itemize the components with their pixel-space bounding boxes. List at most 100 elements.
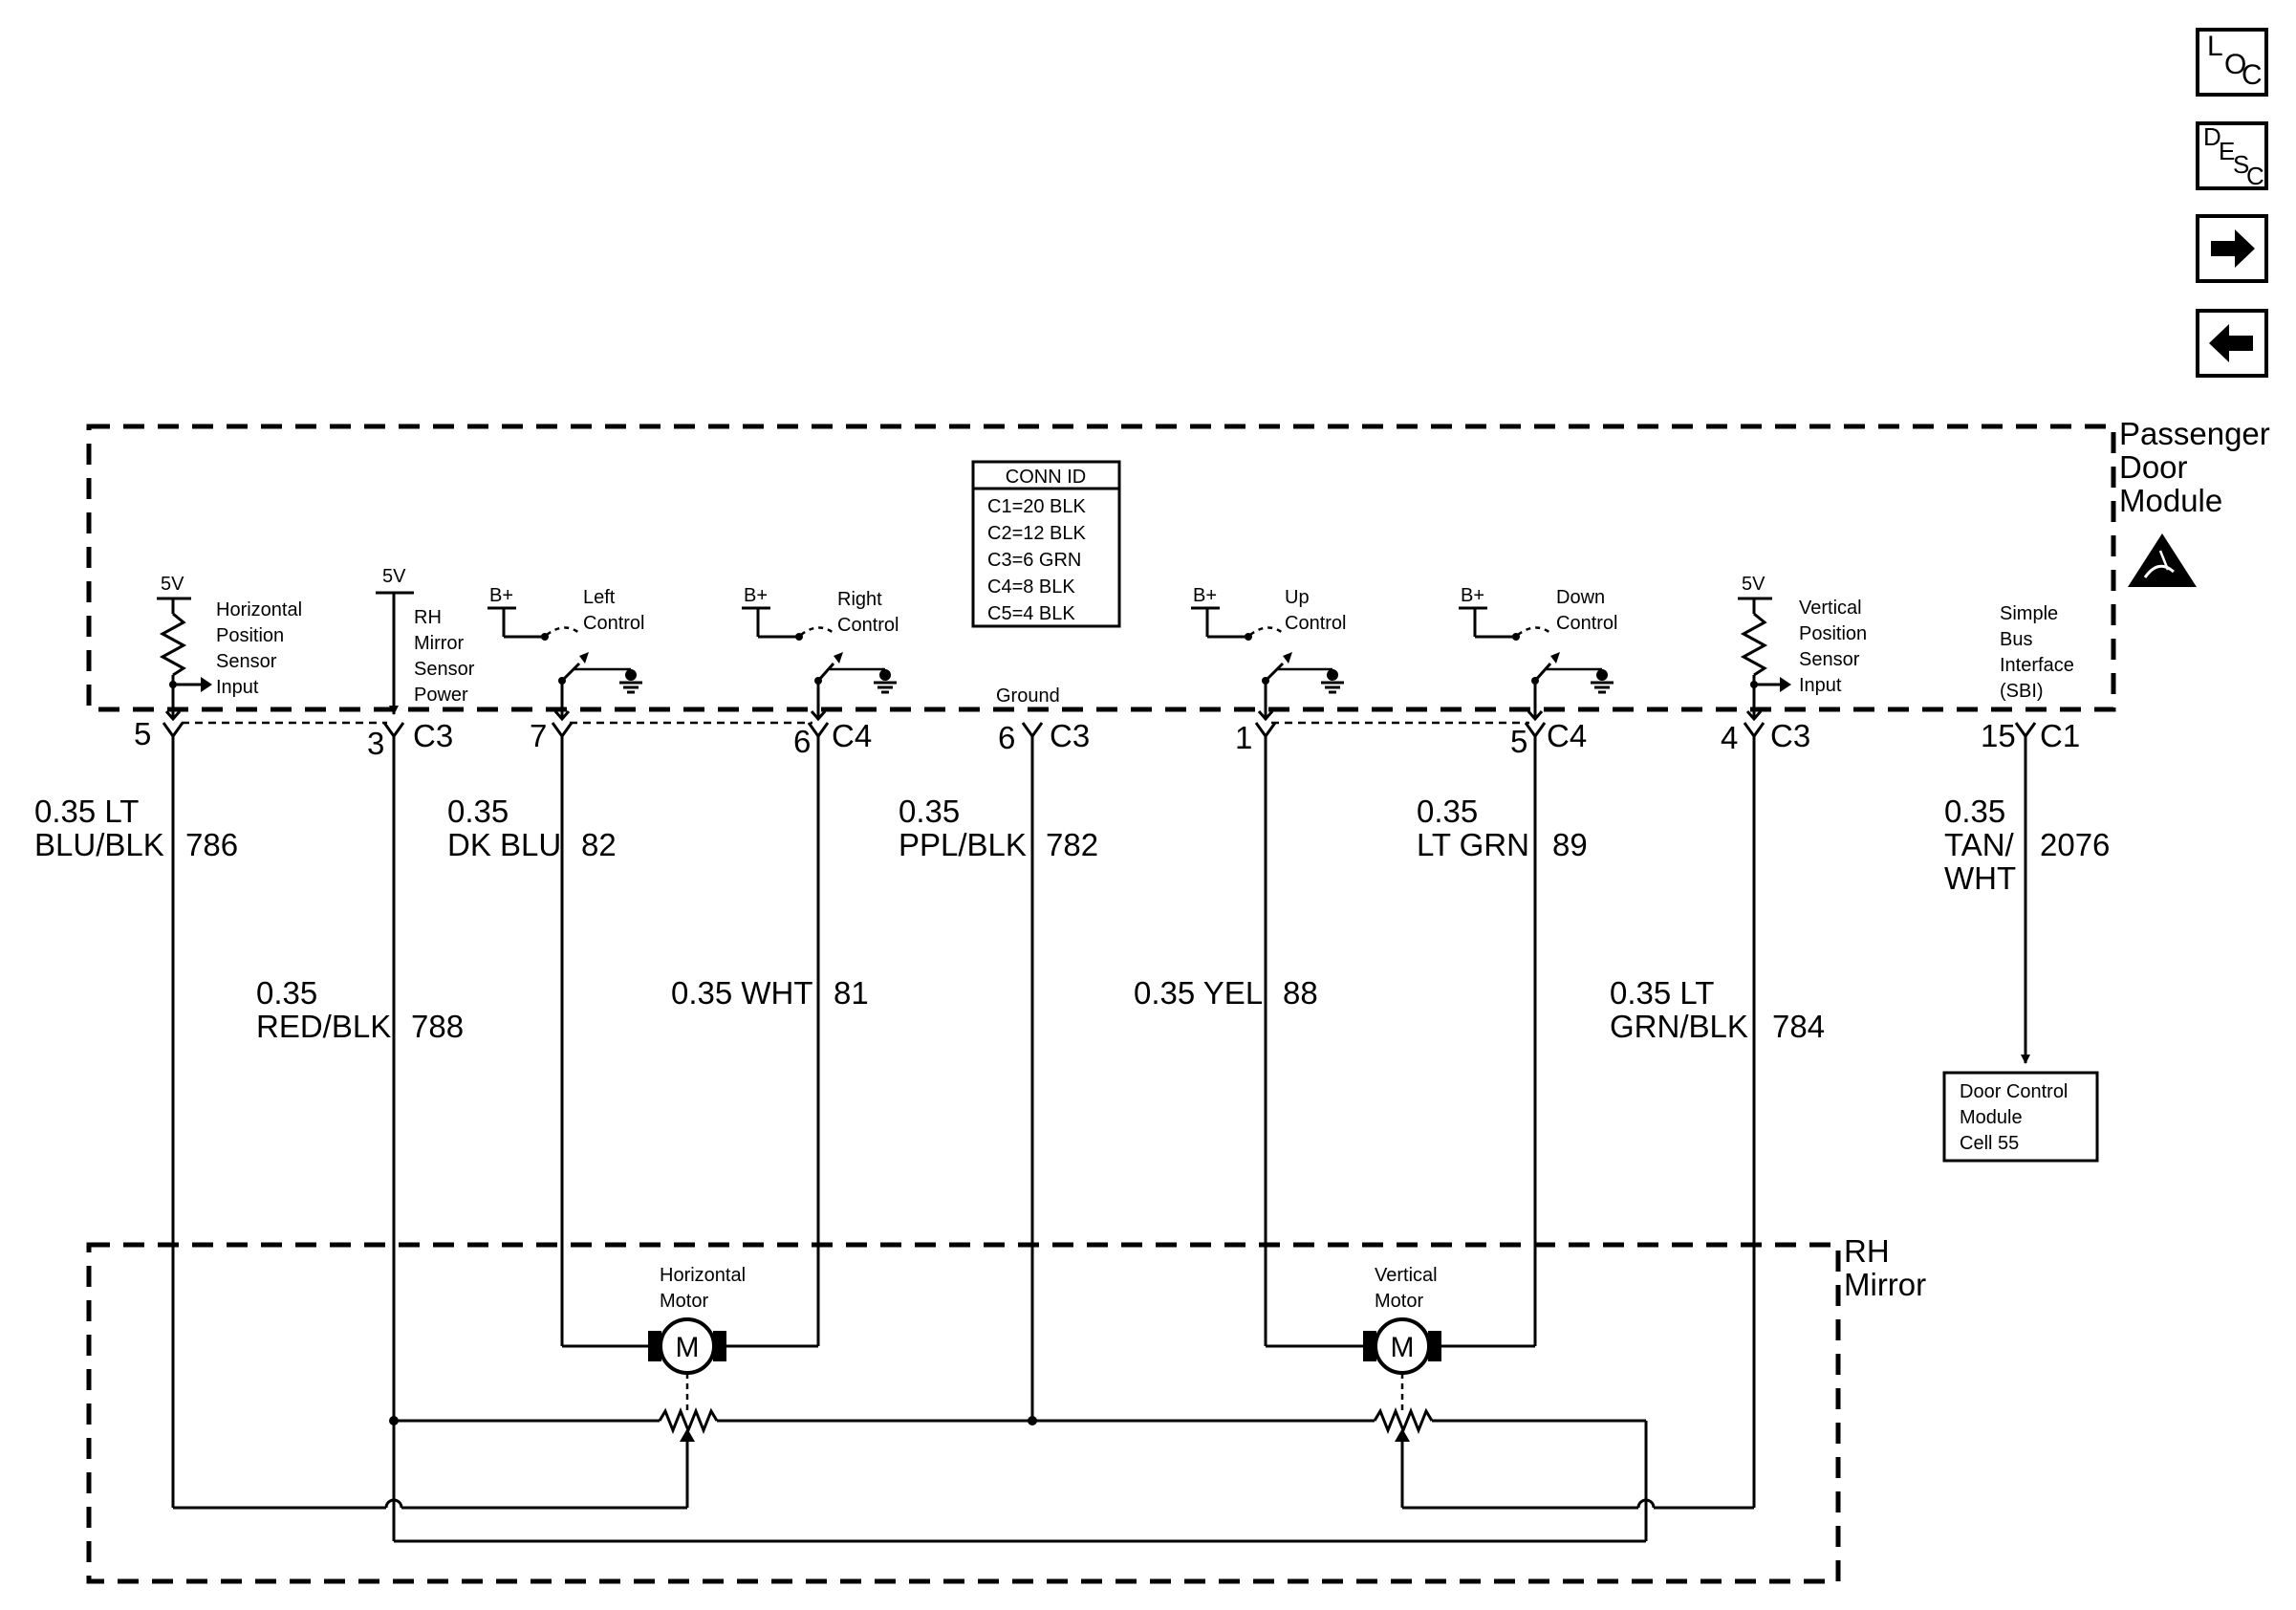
mirror-title-line2: Mirror: [1844, 1267, 1926, 1302]
wire-2076-color: TAN/: [1944, 827, 2015, 862]
module-title-line1: Passenger: [2119, 416, 2270, 451]
vps-5v-label: 5V: [1742, 574, 1765, 595]
down-control-label: Control: [1556, 613, 1617, 634]
connector-id: C3: [413, 718, 453, 753]
desc-label-d: D: [2203, 122, 2221, 151]
loc-label-o: O: [2224, 49, 2246, 80]
wire-81-color: 0.35 WHT: [671, 975, 813, 1011]
rms-label: Mirror: [414, 633, 465, 654]
h-motor-label: Horizontal: [660, 1265, 746, 1286]
right-control-switch: B+ Right Control: [742, 585, 899, 722]
loc-label-l: L: [2207, 31, 2223, 62]
h-motor-label: Motor: [660, 1291, 708, 1312]
conn-id-row: C3=6 GRN: [987, 550, 1081, 571]
desc-label-e: E: [2219, 137, 2235, 165]
right-bplus-label: B+: [744, 585, 768, 606]
dcm-ref-label: Module: [1960, 1107, 2023, 1128]
position-sensor-network: [173, 1406, 1754, 1543]
conn-id-row: C4=8 BLK: [987, 577, 1075, 598]
pin-number: 4: [1721, 720, 1738, 755]
next-page-button[interactable]: [2196, 214, 2268, 283]
wire-786-size: 0.35 LT: [34, 794, 139, 829]
arrow-left-icon: [2209, 324, 2253, 362]
down-control-switch: B+ Down Control: [1459, 585, 1617, 722]
pin-number: 15: [1981, 718, 2016, 753]
v-motor-label: Vertical: [1375, 1265, 1438, 1286]
v-motor-label: Motor: [1375, 1291, 1423, 1312]
desc-label-c: C: [2246, 162, 2264, 190]
wire-81-circuit: 81: [834, 975, 869, 1011]
harness-wires: [171, 736, 2030, 1541]
pin-number: 5: [134, 716, 151, 751]
left-control-label: Control: [583, 613, 644, 634]
wire-782-size: 0.35: [899, 794, 960, 829]
rh-mirror-boundary: [86, 1242, 1841, 1584]
hps-5v-label: 5V: [161, 574, 184, 595]
vps-label: Vertical: [1799, 598, 1862, 619]
horizontal-position-sensor-circuit: 5V Horizontal Position Sensor Input: [157, 574, 302, 722]
sbi-label-group: Simple Bus Interface (SBI): [2000, 603, 2074, 702]
connector-id: C4: [1547, 718, 1587, 753]
wire-786-circuit: 786: [185, 827, 238, 862]
hps-label: Sensor: [216, 651, 277, 672]
horizontal-motor: Horizontal Motor M: [562, 1265, 818, 1411]
wire-788-circuit: 788: [411, 1009, 464, 1044]
dcm-ref-label: Cell 55: [1960, 1133, 2019, 1154]
up-bplus-label: B+: [1193, 585, 1217, 606]
loc-label-c: C: [2242, 59, 2263, 91]
right-control-label: Right: [837, 589, 882, 610]
pin-number: 3: [367, 726, 384, 761]
connector-id: C3: [1770, 718, 1810, 753]
desc-label-s: S: [2233, 150, 2249, 179]
conn-id-header: CONN ID: [1006, 467, 1086, 488]
hps-label: Input: [216, 677, 259, 698]
module-title-line2: Door: [2119, 449, 2188, 485]
wire-784-color: GRN/BLK: [1610, 1009, 1748, 1044]
loc-button[interactable]: L O C: [2196, 28, 2268, 97]
wire-786-color: BLU/BLK: [34, 827, 164, 862]
wire-2076-circuit: 2076: [2040, 827, 2110, 862]
wire-2076-size: 0.35: [1944, 794, 2005, 829]
right-control-label: Control: [837, 615, 899, 636]
wire-89-size: 0.35: [1417, 794, 1478, 829]
vertical-position-sensor-circuit: 5V Vertical Position Sensor Input: [1738, 574, 1867, 722]
rms-label: Power: [414, 685, 468, 706]
down-control-label: Down: [1556, 587, 1605, 608]
connector-id: C4: [832, 718, 872, 753]
rh-mirror-sensor-power-circuit: 5V RH Mirror Sensor Power: [376, 566, 475, 715]
wire-82-color: DK BLU: [447, 827, 561, 862]
wire-82-circuit: 82: [581, 827, 617, 862]
pin-number: 6: [998, 720, 1015, 755]
hps-label: Horizontal: [216, 599, 302, 620]
prev-page-button[interactable]: [2196, 309, 2268, 378]
module-title-line3: Module: [2119, 483, 2222, 518]
down-bplus-label: B+: [1461, 585, 1484, 606]
pin-number: 1: [1235, 720, 1252, 755]
sbi-label: Interface: [2000, 655, 2074, 676]
up-control-label: Control: [1285, 613, 1346, 634]
v-motor-symbol: M: [1391, 1332, 1415, 1363]
connector-id: C1: [2040, 718, 2080, 753]
conn-id-row: C2=12 BLK: [987, 523, 1087, 544]
h-motor-symbol: M: [676, 1332, 700, 1363]
door-control-module-reference[interactable]: Door Control Module Cell 55: [1942, 1071, 2099, 1163]
wire-labels: 0.35 LT BLU/BLK 786 0.35 RED/BLK 788 0.3…: [34, 794, 2110, 1044]
sbi-label: Simple: [2000, 603, 2058, 624]
vertical-motor: Vertical Motor M: [1266, 1265, 1535, 1411]
connector-pins: 5 3 C3 7 6 C4 6 C3 1 5 C4 4 C3 15 C1: [134, 716, 2080, 761]
esd-warning-icon: [2128, 533, 2197, 587]
sbi-label: (SBI): [2000, 681, 2044, 702]
conn-id-table: CONN ID C1=20 BLK C2=12 BLK C3=6 GRN C4=…: [971, 460, 1121, 628]
vps-label: Sensor: [1799, 649, 1860, 670]
rms-label: Sensor: [414, 659, 475, 680]
conn-id-row: C1=20 BLK: [987, 496, 1087, 517]
left-control-switch: B+ Left Control: [487, 585, 644, 722]
arrow-right-icon: [2211, 229, 2255, 268]
up-control-label: Up: [1285, 587, 1310, 608]
wire-88-circuit: 88: [1283, 975, 1318, 1011]
wire-788-size: 0.35: [256, 975, 317, 1011]
desc-button[interactable]: D E S C: [2196, 121, 2268, 190]
vps-label: Input: [1799, 675, 1842, 696]
rms-label: RH: [414, 607, 442, 628]
